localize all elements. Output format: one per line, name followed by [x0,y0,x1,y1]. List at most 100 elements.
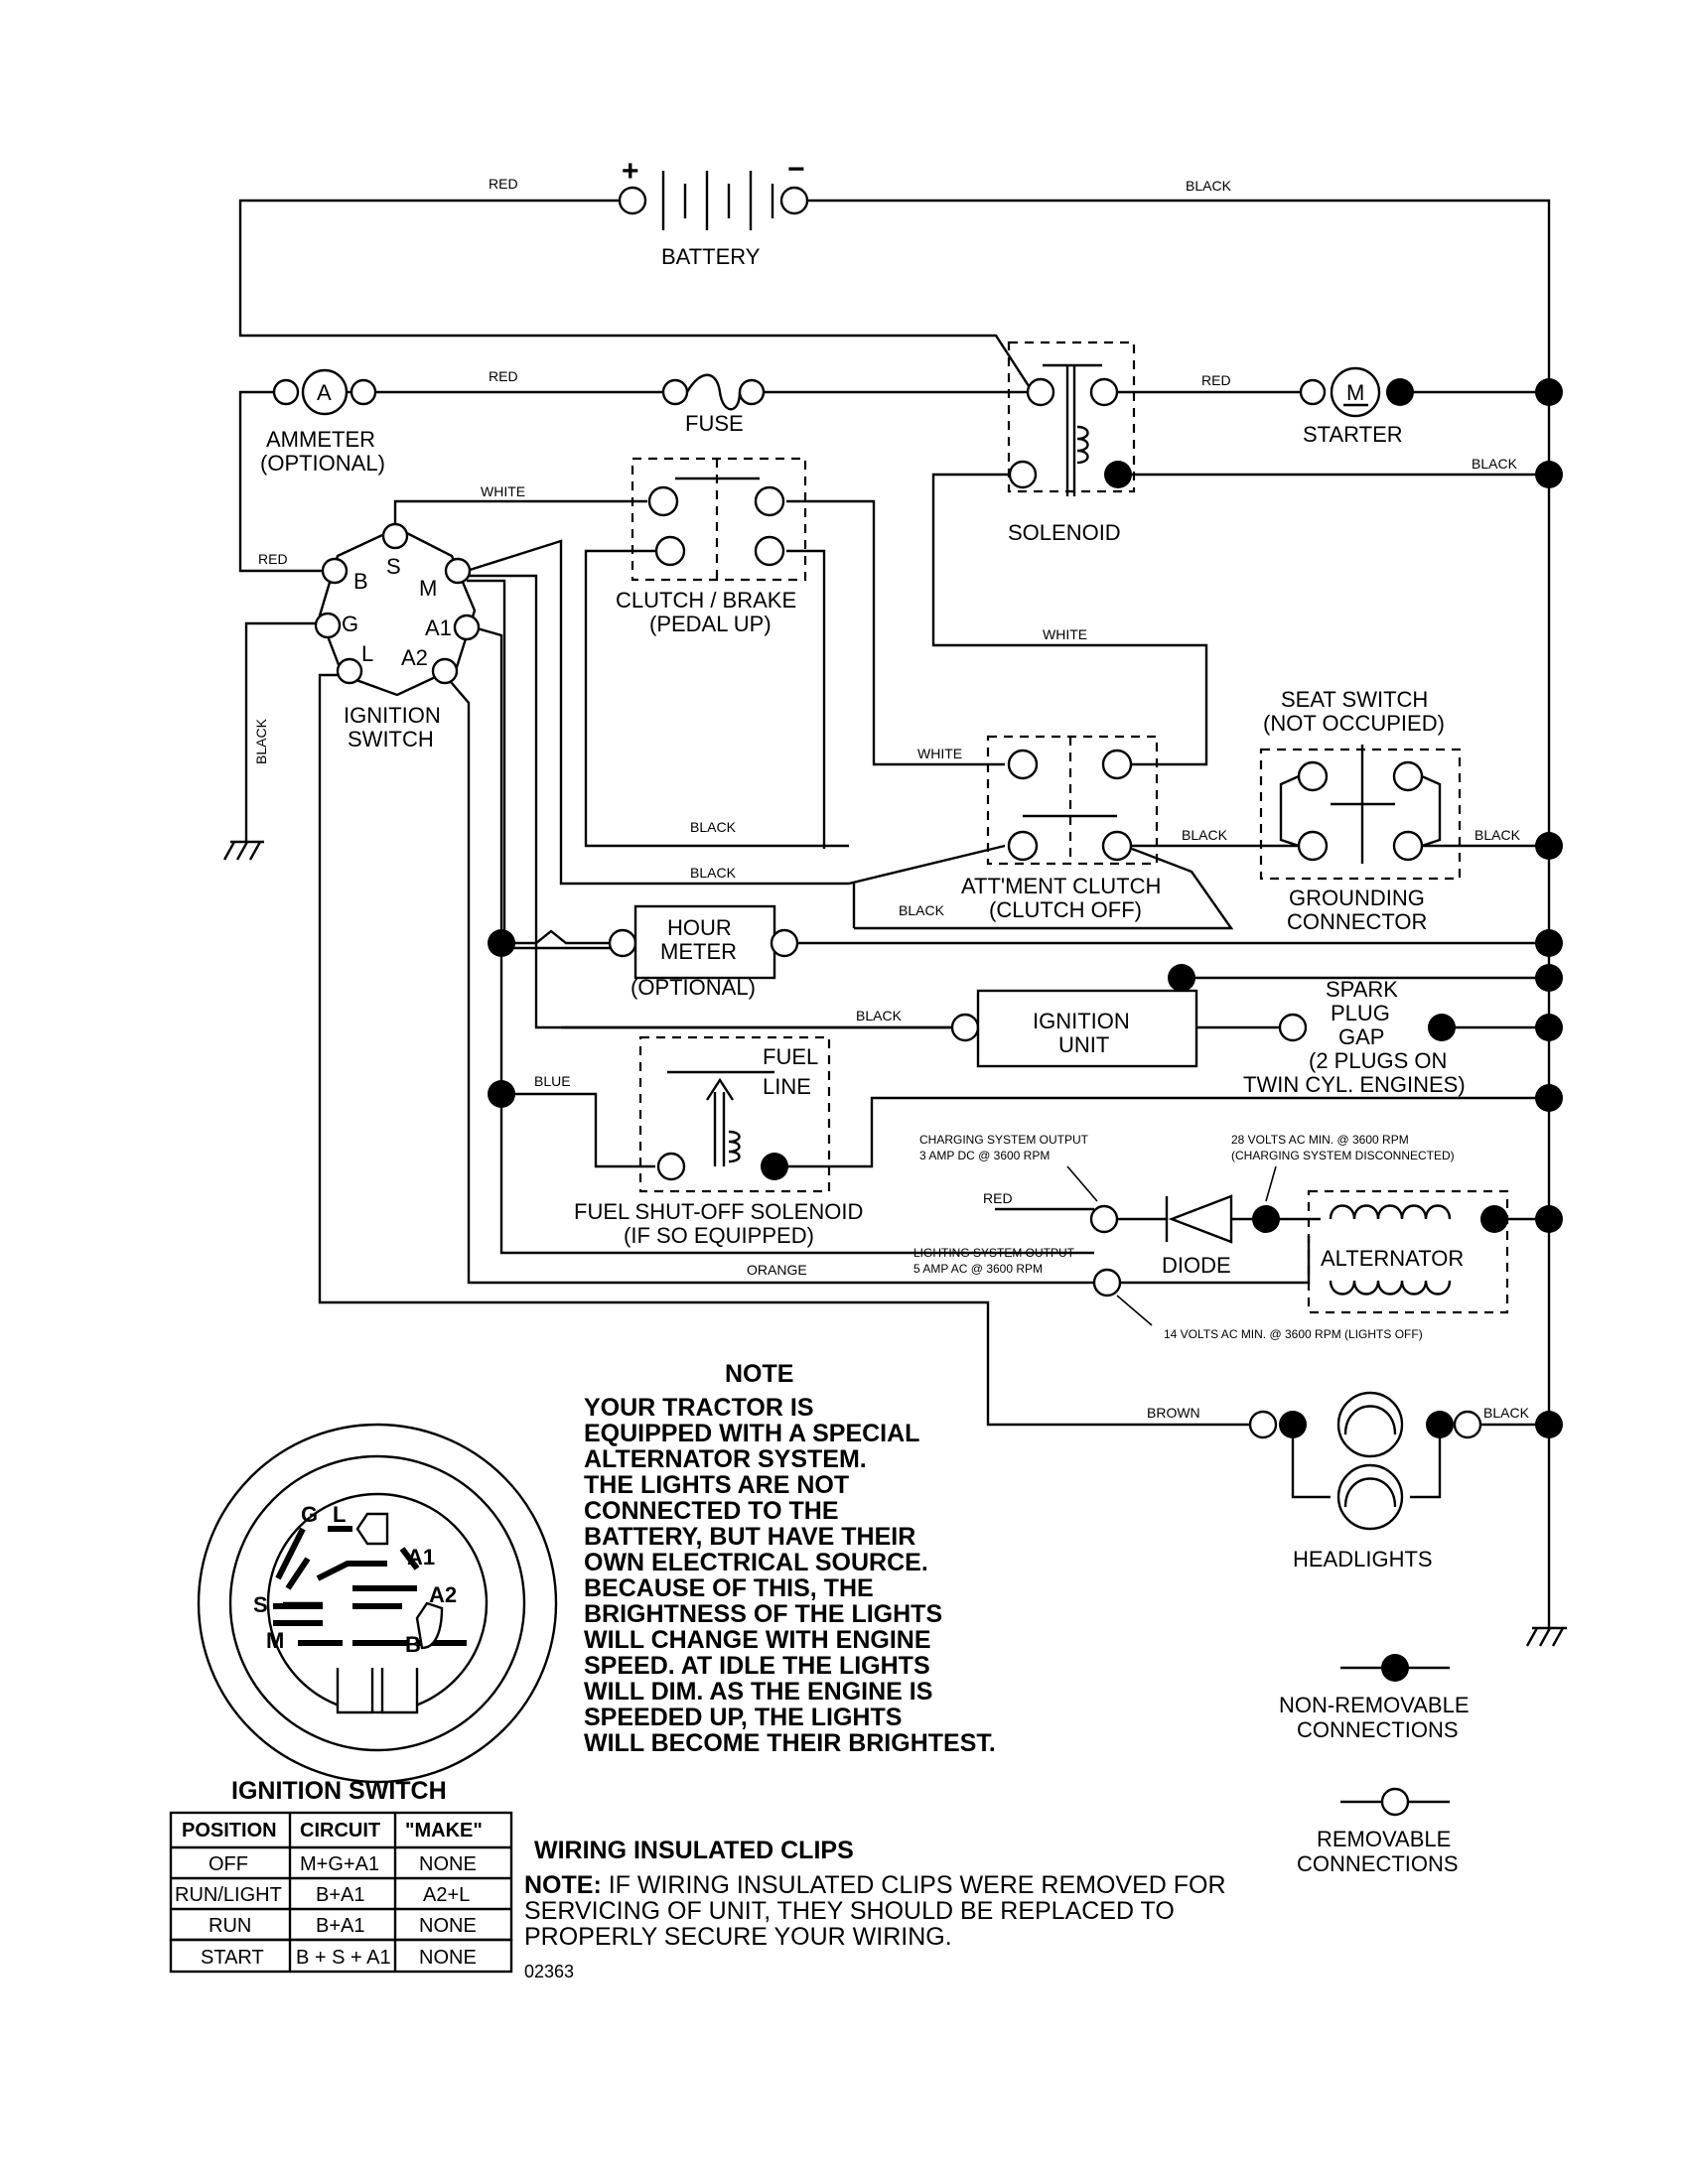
ground-symbol-left [222,840,264,861]
table-header-make: "MAKE" [405,1820,483,1842]
wire-labels: RED BLACK RED RED BLACK WHITE RED WHITE … [253,176,1530,1421]
face-s: S [253,1592,268,1617]
table-row-0-circ: M+G+A1 [300,1853,379,1875]
wire-ignition-m3 [467,579,645,950]
hour-meter-label: HOUR [667,915,732,940]
label-black-9: BLACK [856,1008,903,1024]
legend-removable-l2: CONNECTIONS [1297,1851,1459,1876]
wire-ignition-a2 [444,674,1094,1285]
wires [222,199,1567,1647]
grounding-label: GROUNDING [1289,886,1425,910]
attment-clutch-sub: (CLUTCH OFF) [989,897,1142,922]
grounding-sub: CONNECTOR [1287,909,1427,934]
battery-minus: − [787,153,805,186]
label-red-1: RED [489,176,518,192]
label-black-3: BLACK [253,718,269,764]
lighting-output-l1: LIGHTING SYSTEM OUTPUT [913,1246,1075,1260]
face-m: M [266,1628,284,1653]
volts14: 14 VOLTS AC MIN. @ 3600 RPM (LIGHTS OFF) [1164,1327,1423,1341]
volts28-l2: (CHARGING SYSTEM DISCONNECTED) [1231,1149,1455,1162]
volts28-l1: 28 VOLTS AC MIN. @ 3600 RPM [1231,1133,1409,1147]
spark-label-1: SPARK [1326,977,1398,1002]
note-line-5: BATTERY, BUT HAVE THEIR [584,1523,915,1551]
note-line-0: YOUR TRACTOR IS [584,1394,814,1422]
ignition-switch-title: IGNITION SWITCH [231,1777,447,1805]
wire-clutch-loop [584,549,849,848]
note-line-8: BRIGHTNESS OF THE LIGHTS [584,1600,942,1628]
face-g: G [301,1502,318,1527]
table-row-0-make: NONE [419,1853,477,1875]
terminal-a2: A2 [401,645,428,670]
note-line-4: CONNECTED TO THE [584,1497,839,1525]
face-b: B [405,1632,421,1657]
seat-switch-label: SEAT SWITCH [1281,687,1428,712]
wire-hourmeter-left [501,929,612,945]
clips-note-l3: PROPERLY SECURE YOUR WIRING. [524,1923,952,1951]
face-a2: A2 [429,1582,457,1607]
wire-ignition-m-black [466,539,1006,886]
clips-title: WIRING INSULATED CLIPS [534,1837,854,1864]
spark-label-5: TWIN CYL. ENGINES) [1243,1072,1466,1097]
terminal-g: G [342,612,358,636]
fuse: FUSE [661,373,766,436]
label-blue: BLUE [534,1073,571,1089]
table-row-3-make: NONE [419,1947,477,1969]
alternator: ALTERNATOR [1092,1189,1509,1314]
wire-ignition-l [318,673,1261,1427]
table-row-0-pos: OFF [209,1853,248,1875]
label-white-2: WHITE [1043,626,1087,642]
wire-clutch-loop-right [786,549,826,849]
table-row-2-make: NONE [419,1915,477,1937]
hour-meter: HOUR METER (OPTIONAL) [608,904,799,1000]
table-header-position: POSITION [182,1820,277,1842]
wire-ignition-white [393,499,647,529]
headlights-label: HEADLIGHTS [1293,1547,1433,1571]
terminal-m: M [419,576,437,601]
legend-non-removable-l2: CONNECTIONS [1297,1717,1459,1742]
charging-output-l2: 3 AMP DC @ 3600 RPM [919,1149,1050,1162]
seat-switch: SEAT SWITCH (NOT OCCUPIED) GROUNDING CON… [1259,687,1462,934]
label-brown: BROWN [1147,1405,1200,1421]
lighting-output-l2: 5 AMP AC @ 3600 RPM [913,1262,1043,1276]
note-line-13: WILL BECOME THEIR BRIGHTEST. [584,1729,996,1757]
label-red-3: RED [1201,372,1231,388]
spark-label-2: PLUG [1331,1001,1390,1025]
battery-label: BATTERY [661,244,761,269]
table-row-1-make: A2+L [423,1884,470,1906]
spec-annotations: CHARGING SYSTEM OUTPUT 3 AMP DC @ 3600 R… [913,1133,1455,1341]
ignition-unit-sub: UNIT [1058,1032,1109,1057]
label-white-3: WHITE [917,746,962,761]
hour-meter-optional: (OPTIONAL) [631,975,756,1000]
fuel-solenoid-label: FUEL SHUT-OFF SOLENOID [574,1199,863,1224]
label-white-1: WHITE [481,483,525,499]
clips-note-l1: NOTE: IF WIRING INSULATED CLIPS WERE REM… [524,1871,1226,1899]
fuel-line-sub: LINE [763,1074,811,1099]
ammeter: A AMMETER (OPTIONAL) [260,368,385,476]
clips-note-text-1: IF WIRING INSULATED CLIPS WERE REMOVED F… [602,1871,1226,1899]
ignition-switch-sub: SWITCH [348,727,434,751]
solenoid: SOLENOID [1007,341,1136,545]
table-row-3-pos: START [201,1947,264,1969]
note-line-12: SPEEDED UP, THE LIGHTS [584,1704,902,1731]
label-black-1: BLACK [1186,178,1232,194]
battery: + − BATTERY [618,153,809,269]
table-row-2-pos: RUN [209,1915,251,1937]
wire-ignition-g [244,621,326,842]
fuse-label: FUSE [685,411,744,436]
ignition-unit: IGNITION UNIT [950,989,1198,1068]
fuel-line-label: FUEL [763,1044,818,1069]
label-black-8: BLACK [899,902,945,918]
wire-attment-outline [854,847,1234,930]
wire-headlight-lower [1291,1425,1331,1499]
note-line-2: ALTERNATOR SYSTEM. [584,1445,867,1473]
clips-note-l2: SERVICING OF UNIT, THEY SHOULD BE REPLAC… [524,1897,1175,1925]
hour-meter-sub: METER [660,939,737,964]
terminal-s: S [386,554,401,579]
terminal-b: B [353,569,368,594]
legend: NON-REMOVABLE CONNECTIONS REMOVABLE CONN… [1279,1654,1470,1876]
switch-table: POSITION CIRCUIT "MAKE" OFF M+G+A1 NONE … [169,1811,513,1974]
clutch-brake-label: CLUTCH / BRAKE [616,588,796,613]
face-l: L [333,1502,346,1527]
ignition-unit-label: IGNITION [1033,1009,1130,1033]
clutch-brake-switch: CLUTCH / BRAKE (PEDAL UP) [616,457,807,636]
